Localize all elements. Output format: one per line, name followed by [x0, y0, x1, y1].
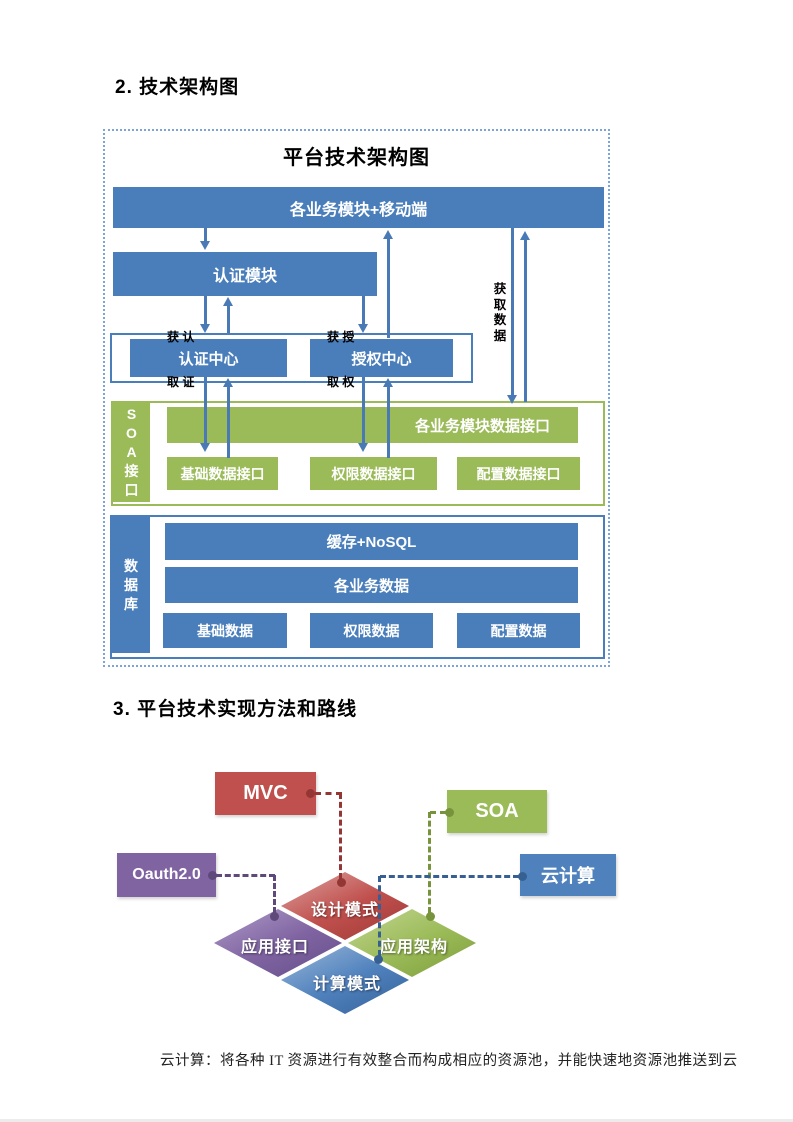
soa-tab-label: SOA接口	[124, 406, 139, 498]
arrow-bizif-to-top	[519, 231, 530, 402]
arrow-authmodule-to-authzcenter	[357, 296, 368, 333]
tag-soa: SOA	[447, 790, 547, 833]
top-modules-bar: 各业务模块+移动端	[113, 187, 604, 228]
soa-outline-box	[111, 401, 605, 506]
db-outline-box	[110, 515, 605, 659]
arrow-authzcenter-to-top	[382, 230, 393, 338]
diamond-app-interface-label: 应用接口	[240, 939, 309, 956]
authz-center-bar: 授权中心	[310, 339, 453, 377]
auth-center-bar: 认证中心	[130, 339, 287, 377]
label-get-grant-line1: 获 授	[327, 330, 355, 344]
tag-cloud: 云计算	[520, 854, 616, 896]
section-3-heading: 3. 平台技术实现方法和路线	[113, 699, 358, 720]
config-data-interface-bar: 配置数据接口	[457, 457, 580, 490]
db-tab-label: 数据库	[124, 557, 138, 612]
cloud-connector-vline	[377, 876, 381, 956]
arrow-top-to-bizif	[506, 228, 517, 404]
perm-data-bar: 权限数据	[310, 613, 433, 648]
diamond-computing-model-label: 计算模式	[312, 976, 381, 993]
biz-module-interface-bar: 各业务模块数据接口	[167, 407, 578, 443]
soa-connector-vline	[428, 812, 431, 913]
arrow-authcenter-to-authmodule	[222, 297, 233, 333]
tag-oauth: Oauth2.0	[117, 853, 216, 897]
footer-note: 云计算：将各种 IT 资源进行有效整合而构成相应的资源池，并能快速地资源池推送到…	[160, 1053, 738, 1069]
oauth-connector-dot-start	[207, 870, 217, 880]
label-get-auth: 获 认 取 证	[167, 300, 194, 420]
label-get-data: 获取数据	[493, 282, 507, 343]
mvc-connector-hline	[315, 791, 342, 795]
arrow-top-to-authmodule	[199, 228, 210, 250]
arrow-permif-to-authzcenter	[382, 378, 393, 458]
cloud-connector-dot-start	[517, 871, 527, 881]
mvc-connector-dot-start	[305, 788, 315, 798]
arrow-authcenter-to-basicif	[199, 377, 210, 452]
mvc-connector-dot-end	[336, 877, 346, 887]
basic-data-interface-bar: 基础数据接口	[167, 457, 278, 490]
arrow-basicif-to-authcenter	[222, 378, 233, 458]
tag-mvc: MVC	[215, 772, 316, 815]
soa-connector-dot-end	[425, 911, 435, 921]
oauth-connector-vline	[272, 875, 276, 913]
section-2-heading: 2. 技术架构图	[115, 77, 240, 98]
cache-nosql-bar: 缓存+NoSQL	[165, 523, 578, 560]
biz-data-bar: 各业务数据	[165, 567, 578, 603]
auth-module-bar: 认证模块	[113, 252, 377, 296]
oauth-connector-dot-end	[269, 911, 279, 921]
label-get-auth-line1: 获 认	[167, 330, 195, 344]
soa-tab: SOA接口	[113, 403, 150, 502]
arrow-authmodule-to-authcenter	[199, 296, 210, 333]
perm-data-interface-bar: 权限数据接口	[310, 457, 437, 490]
diamond-app-architecture-label: 应用架构	[379, 939, 448, 956]
soa-connector-hline	[430, 810, 446, 814]
cloud-connector-dot-end	[373, 954, 383, 964]
label-get-auth-line2: 取 证	[167, 375, 195, 389]
oauth-connector-hline	[216, 873, 275, 877]
mvc-connector-vline	[339, 793, 342, 879]
page-bottom-edge	[0, 1119, 793, 1122]
soa-connector-dot-start	[444, 807, 454, 817]
arrow-authzcenter-to-permif	[357, 377, 368, 452]
config-data-bar: 配置数据	[457, 613, 580, 648]
centers-outline-box	[110, 333, 473, 383]
architecture-title: 平台技术架构图	[283, 147, 430, 169]
diamond-design-pattern-label: 设计模式	[310, 902, 379, 919]
cloud-connector-hline	[380, 874, 519, 878]
label-get-grant: 获 授 取 权	[327, 300, 354, 420]
db-tab: 数据库	[112, 517, 150, 653]
basic-data-bar: 基础数据	[163, 613, 287, 648]
label-get-grant-line2: 取 权	[327, 375, 355, 389]
